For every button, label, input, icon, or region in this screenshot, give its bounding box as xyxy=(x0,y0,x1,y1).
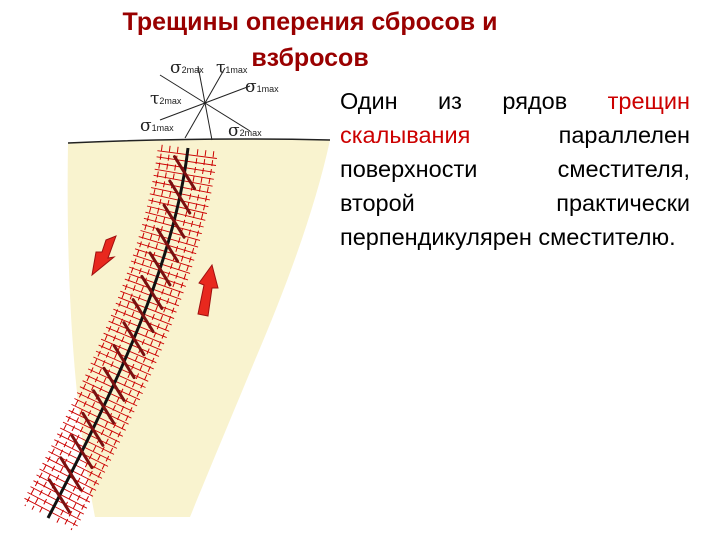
shear-fracture xyxy=(102,366,126,402)
shear-fracture xyxy=(70,434,94,470)
sigma-2max-right-label: σ2max xyxy=(228,121,262,141)
shear-fracture xyxy=(140,274,164,310)
body-text-part3: параллелен поверхности сместителя, второ… xyxy=(340,122,690,250)
shear-fractures xyxy=(47,155,196,514)
tau-2max-left-label: τ2max xyxy=(150,89,182,109)
shear-fracture xyxy=(92,389,116,425)
sigma-1max-right-label: σ1max xyxy=(245,77,279,97)
shear-fracture xyxy=(47,478,71,514)
shear-fracture xyxy=(81,411,105,447)
sigma-1max-left-label: σ1max xyxy=(140,116,174,136)
stress-axes-star xyxy=(159,65,251,141)
up-arrow-icon xyxy=(197,263,219,317)
shear-fracture xyxy=(112,344,136,380)
shear-fracture xyxy=(168,179,192,215)
surface-line xyxy=(67,138,331,144)
shear-fracture xyxy=(162,203,186,239)
body-text: Один из рядов трещин скалывания параллел… xyxy=(340,84,690,254)
rock-block xyxy=(67,139,331,517)
shear-fracture xyxy=(59,456,83,492)
down-arrow-icon xyxy=(91,235,117,277)
tau-1max-top-label: τ1max xyxy=(216,58,248,78)
shear-fracture xyxy=(156,227,179,263)
shear-fracture xyxy=(148,251,172,287)
body-text-part1: Один из рядов xyxy=(340,88,608,114)
body-text-highlight: трещин скалывания xyxy=(340,88,690,148)
sigma-2max-top-label: σ2max xyxy=(170,58,204,78)
shear-fracture xyxy=(131,298,155,334)
slide-title: Трещины оперения сбросов и взбросов xyxy=(122,8,498,72)
shear-fracture xyxy=(173,155,196,191)
fault-plane xyxy=(46,147,190,519)
shear-fracture xyxy=(122,321,146,357)
